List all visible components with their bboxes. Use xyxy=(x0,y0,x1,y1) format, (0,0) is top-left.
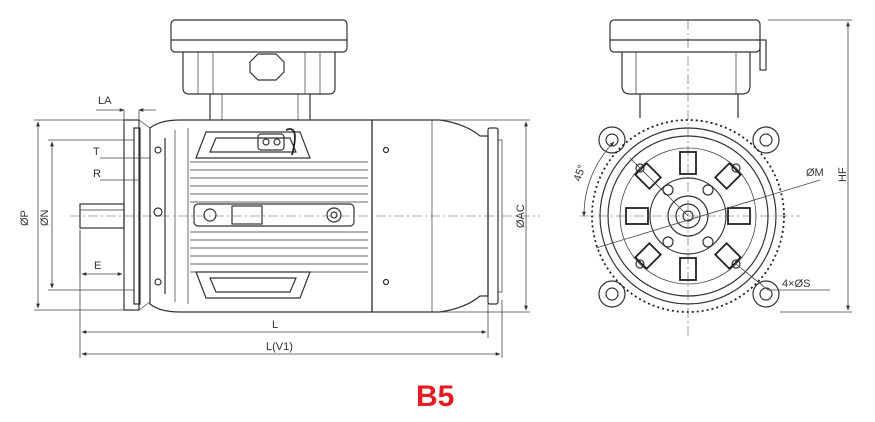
dimension-t: T xyxy=(93,146,150,159)
spigot-holes xyxy=(662,184,714,248)
label-ac: ØAC xyxy=(515,204,527,228)
label-p: ØP xyxy=(19,210,31,226)
bolt xyxy=(154,146,162,154)
dimension-la: LA xyxy=(96,95,156,128)
terminal-box-side xyxy=(170,19,348,120)
bolt xyxy=(382,278,390,286)
label-n: ØN xyxy=(39,209,51,226)
bolt xyxy=(153,207,163,217)
lifting-eye-front-top xyxy=(598,126,780,154)
dimension-e: E xyxy=(79,230,125,278)
lifting-eye-front-bottom xyxy=(598,280,780,308)
cable-gland-nut xyxy=(249,53,285,81)
dimension-r: R xyxy=(93,168,140,181)
bolt xyxy=(382,146,390,154)
nameplate-side xyxy=(193,203,355,227)
dimension-n: ØN xyxy=(39,139,134,291)
front-view: 45° ØM HF 4×ØS xyxy=(572,19,852,336)
dimension-p: ØP xyxy=(19,119,124,311)
dimension-s: 4×ØS xyxy=(735,263,830,291)
label-l: L xyxy=(272,319,278,331)
drawing-title: B5 xyxy=(416,380,454,413)
flange xyxy=(123,119,151,311)
label-m: ØM xyxy=(806,167,824,179)
dimension-m: ØM xyxy=(595,167,824,249)
label-hf: HF xyxy=(837,167,849,182)
lifting-eye-top xyxy=(195,128,311,159)
label-t: T xyxy=(93,146,100,158)
bolt xyxy=(154,278,162,286)
label-lv1: L(V1) xyxy=(266,341,293,353)
dimension-ac: ØAC xyxy=(440,119,530,313)
dimension-hf: HF xyxy=(768,19,852,313)
dimension-angle: 45° xyxy=(572,141,689,217)
lifting-eye-bottom xyxy=(195,271,311,299)
label-la: LA xyxy=(98,95,112,107)
flange-bolt-holes xyxy=(635,163,741,269)
cooling-fins xyxy=(190,161,368,273)
label-e: E xyxy=(94,260,101,272)
label-angle: 45° xyxy=(572,163,589,183)
side-view: LA T R ØP ØN E ØAC xyxy=(19,19,540,358)
dimension-lv1: L(V1) xyxy=(81,300,503,358)
label-s: 4×ØS xyxy=(782,278,810,290)
label-r: R xyxy=(93,168,101,180)
dimension-l: L xyxy=(79,230,489,358)
terminal-box-front xyxy=(609,19,767,118)
